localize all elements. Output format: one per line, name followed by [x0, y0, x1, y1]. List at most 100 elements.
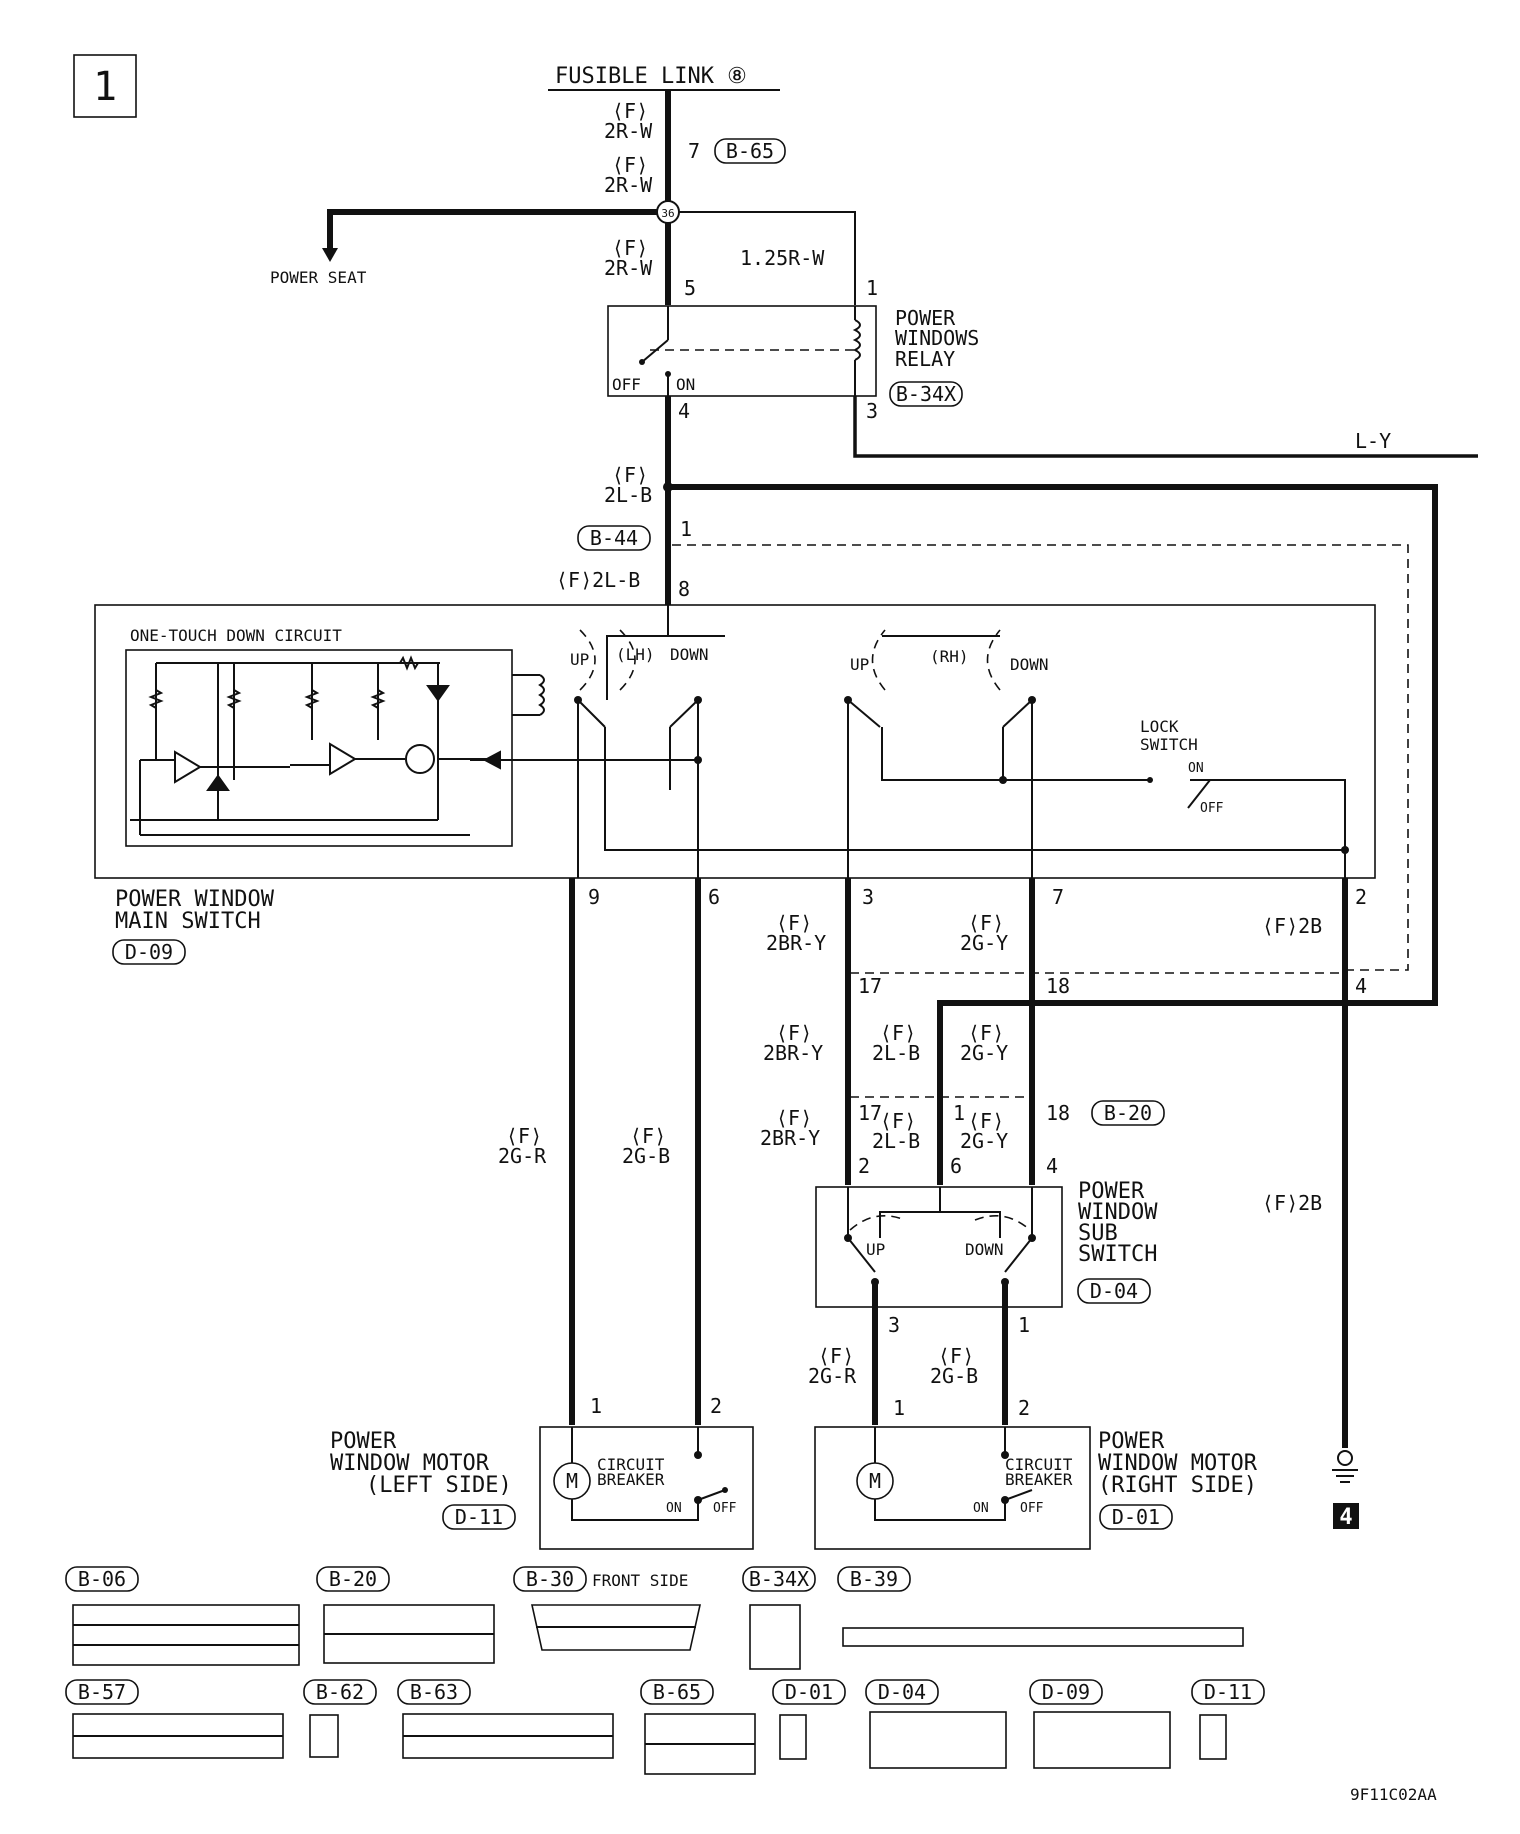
legend-d04: D-04	[878, 1680, 926, 1704]
wire-label: 2BR-Y	[766, 931, 826, 955]
legend-b30: B-30	[526, 1567, 574, 1591]
wire-label: ⟨F⟩	[880, 1109, 916, 1133]
wire-label: 2G-Y	[960, 1129, 1008, 1153]
wire-label: ⟨F⟩	[968, 911, 1004, 935]
lh-link	[579, 629, 636, 691]
wire-label: 1.25R-W	[740, 246, 825, 270]
connector-d01-face	[779, 1714, 807, 1760]
pin-number: 5	[684, 276, 696, 300]
wire-label: ⟨F⟩	[630, 1124, 666, 1148]
wire-label: ⟨F⟩	[776, 1021, 812, 1045]
relay-label: POWER	[895, 306, 956, 330]
power-windows-relay	[607, 305, 877, 397]
wire-label: 2BR-Y	[760, 1126, 820, 1150]
sub-down-label: DOWN	[965, 1240, 1004, 1259]
sub-switch-label: WINDOW	[1078, 1200, 1158, 1225]
connector-legend: B-06 B-20 B-30 FRONT SIDE B-34X B-39 B-5…	[65, 1566, 1265, 1775]
wire-label: ⟨F⟩	[612, 236, 648, 260]
fusible-link-label: FUSIBLE LINK ⑧	[555, 64, 747, 89]
connector-d11-tag	[442, 1504, 516, 1530]
pin-number: 4	[1046, 1154, 1058, 1178]
connector-b06-face	[72, 1604, 300, 1666]
motor-symbol: M	[869, 1469, 881, 1493]
pin-number: 1	[1018, 1313, 1030, 1337]
connector-b65: B-65	[726, 139, 774, 163]
ground-icon	[1337, 1450, 1353, 1466]
wire-label: 2G-Y	[960, 1041, 1008, 1065]
legend-b57: B-57	[78, 1680, 126, 1704]
relay-coil-icon	[852, 319, 861, 361]
connector-b34x-face	[749, 1604, 801, 1670]
main-switch-label: MAIN SWITCH	[115, 909, 261, 934]
pin-number: 1	[866, 276, 878, 300]
sub-feed	[940, 1211, 1001, 1238]
lock-out	[1210, 779, 1346, 878]
lh-down-label: DOWN	[670, 645, 709, 664]
motor-left-label: POWER	[330, 1429, 397, 1454]
connector-d04-tag	[1077, 1278, 1151, 1304]
connector-d11: D-11	[455, 1505, 503, 1529]
relay-switch-arm	[641, 339, 669, 363]
relay-label: RELAY	[895, 347, 955, 371]
sub-feed	[879, 1187, 941, 1238]
connector-b34x-tag	[889, 381, 963, 407]
sub-down-arm	[1004, 1237, 1033, 1273]
connector-b44-tag	[577, 525, 651, 551]
wire-label: 2G-R	[808, 1364, 857, 1388]
breaker-label: CIRCUIT	[597, 1455, 665, 1474]
wire-power-seat	[327, 209, 657, 250]
relay-on-label: ON	[676, 375, 695, 394]
wire-label: ⟨F⟩	[776, 1106, 812, 1130]
wire-label: 2G-B	[622, 1144, 670, 1168]
ground-number: 4	[1339, 1505, 1352, 1530]
wire-label: 2R-W	[604, 256, 653, 280]
lh-common	[604, 727, 1345, 851]
one-touch-down-circuit	[125, 649, 513, 847]
lock-off-label: OFF	[1200, 801, 1224, 816]
figure-code: 9F11C02AA	[1350, 1785, 1437, 1804]
power-window-motor-right	[814, 1426, 1091, 1550]
pin-number: 1	[680, 517, 692, 541]
wire-label: ⟨F⟩	[612, 99, 648, 123]
sub-switch-label: SUB	[1078, 1221, 1118, 1246]
motor-lead	[874, 1499, 1006, 1521]
breaker-on: ON	[666, 1501, 682, 1516]
pin-number: 18	[1046, 1101, 1070, 1125]
wire-label: ⟨F⟩	[880, 1021, 916, 1045]
connector-d01: D-01	[1112, 1505, 1160, 1529]
wire-label: 2L-B	[872, 1041, 920, 1065]
breaker-contact	[694, 1451, 702, 1459]
breaker-off: OFF	[1020, 1501, 1044, 1516]
pin-number: 7	[688, 139, 700, 163]
breaker-off: OFF	[713, 1501, 737, 1516]
wire-label: ⟨F⟩2B	[1262, 914, 1322, 938]
pin-number: 4	[1355, 974, 1367, 998]
main-switch-label: POWER WINDOW	[115, 887, 275, 912]
pin-number: 7	[1052, 885, 1064, 909]
lock-label: SWITCH	[1140, 735, 1198, 754]
pin-number: 1	[953, 1101, 965, 1125]
arrow-icon	[322, 248, 338, 262]
wire-label: 2L-B	[604, 483, 652, 507]
wire-label: 2R-W	[604, 173, 653, 197]
wire-label: 2G-B	[930, 1364, 978, 1388]
sub-link	[849, 1214, 1031, 1231]
otd-schematic	[130, 655, 545, 836]
connector-b65-tag	[714, 138, 786, 164]
wire-label: ⟨F⟩	[506, 1124, 542, 1148]
junction-dot	[999, 776, 1007, 784]
lock-arm	[1187, 779, 1211, 809]
pin-number: 2	[1355, 885, 1367, 909]
connector-d09-face	[1033, 1711, 1171, 1769]
motor-left-label: WINDOW MOTOR	[330, 1451, 490, 1476]
connector-d04: D-04	[1090, 1279, 1138, 1303]
pin-number: 17	[858, 974, 882, 998]
rh-up-label: UP	[850, 655, 869, 674]
pin-number: 3	[862, 885, 874, 909]
connector-b30-face	[531, 1604, 701, 1651]
wire-2lb-loop	[668, 484, 1438, 1095]
pin-number: 2	[1018, 1396, 1030, 1420]
wire-label: ⟨F⟩	[968, 1021, 1004, 1045]
dashed-shield	[672, 544, 1409, 971]
wire-label: ⟨F⟩	[818, 1344, 854, 1368]
